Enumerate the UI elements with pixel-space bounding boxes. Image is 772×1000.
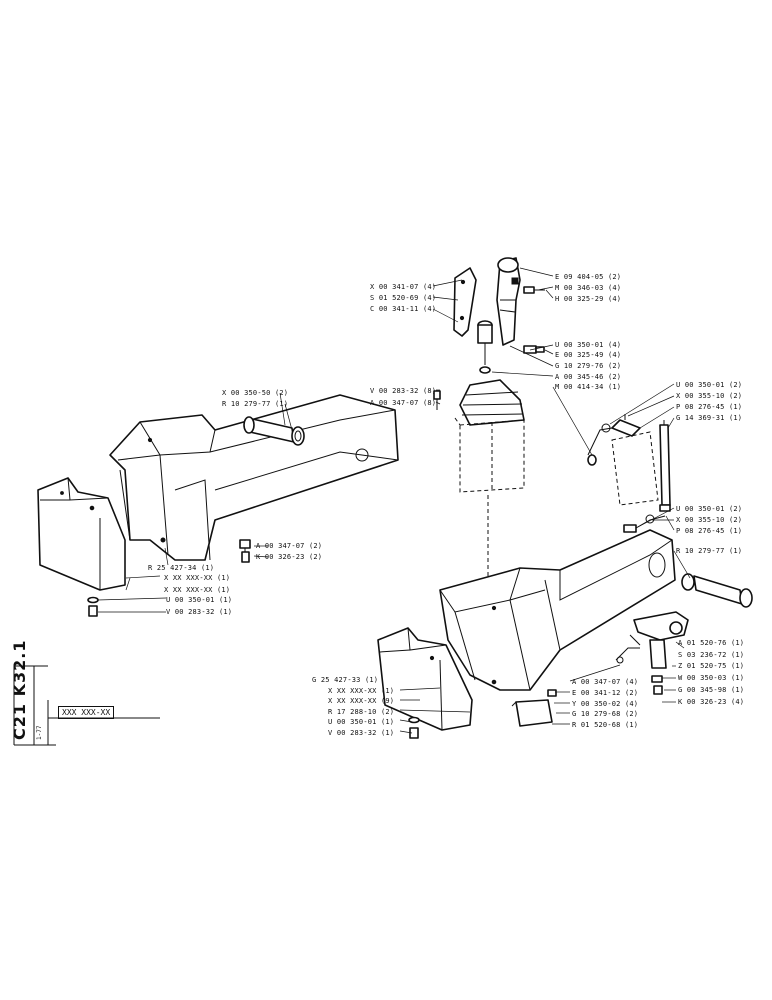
callout-label: R 10 279-77 (1) — [222, 400, 288, 408]
callout-label: G 10 279-76 (2) — [555, 362, 621, 370]
joystick-assembly — [433, 257, 545, 590]
callout-label: E 00 325-49 (4) — [555, 351, 621, 359]
assembly-part-number: XXX XXX-XX — [58, 706, 115, 719]
callout-label: G 10 279-68 (2) — [572, 710, 638, 718]
callout-label: P 08 276-45 (1) — [676, 527, 742, 535]
callout-label: U 00 350-01 (2) — [676, 381, 742, 389]
callout-label: X 00 355-10 (2) — [676, 516, 742, 524]
lock-mechanism — [615, 611, 689, 695]
callout-label: A 01 520-76 (1) — [678, 639, 744, 647]
callout-label: G 25 427-33 (1) — [312, 676, 378, 684]
callout-label: S 01 520-69 (4) — [370, 294, 436, 302]
callout-label: V 00 283-32 (8) — [370, 387, 436, 395]
callout-label: E 00 341-12 (2) — [572, 689, 638, 697]
left-pin — [243, 416, 305, 446]
callout-label: V 00 283-32 (1) — [166, 608, 232, 616]
callout-label: P 08 276-45 (1) — [676, 403, 742, 411]
callout-label: Y 00 350-02 (4) — [572, 700, 638, 708]
leader-lines — [97, 267, 691, 734]
callout-label: R 17 288-10 (2) — [328, 708, 394, 716]
callout-label: C 00 341-11 (4) — [370, 305, 436, 313]
callout-label: A 00 347-07 (8) — [370, 399, 436, 407]
callout-label: X 00 350-50 (2) — [222, 389, 288, 397]
callout-label: A 00 345-46 (2) — [555, 373, 621, 381]
left-console-bolt — [239, 539, 251, 563]
callout-label: R 25 427-34 (1) — [148, 564, 214, 572]
callout-label: A 00 347-07 (2) — [256, 542, 322, 550]
callout-label: G 00 345-98 (1) — [678, 686, 744, 694]
housing-dashed — [459, 419, 525, 493]
right-console-body — [439, 529, 676, 691]
callout-label: K 00 326-23 (2) — [256, 553, 322, 561]
callout-label: E 09 404-05 (2) — [555, 273, 621, 281]
rubber-boot — [459, 379, 525, 426]
left-cover-bolt — [87, 596, 99, 617]
callout-label: U 00 350-01 (2) — [676, 505, 742, 513]
joystick-bracket — [453, 267, 477, 337]
callout-label: X XX XXX-XX (1) — [164, 586, 230, 594]
callout-label: R 10 279-77 (1) — [676, 547, 742, 555]
callout-label: V 00 283-32 (1) — [328, 729, 394, 737]
callout-label: X XX XXX-XX (9) — [328, 697, 394, 705]
gas-spring — [659, 424, 671, 506]
callout-label: X XX XXX-XX (1) — [328, 687, 394, 695]
left-cover — [37, 477, 126, 591]
left-console-assembly — [37, 394, 399, 617]
right-pin — [681, 573, 753, 608]
callout-label: M 00 346-03 (4) — [555, 284, 621, 292]
left-console-body — [109, 394, 399, 561]
sheet-code: C21 K32.1 — [10, 639, 29, 740]
callout-label: U 00 350-01 (1) — [166, 596, 232, 604]
callout-labels: E 09 404-05 (2) X 00 341-07 (4) M 00 346… — [148, 273, 744, 737]
callout-label: U 00 350-01 (4) — [555, 341, 621, 349]
right-cover — [377, 627, 473, 731]
callout-label: R 01 520-68 (1) — [572, 721, 638, 729]
callout-label: Z 01 520-75 (1) — [678, 662, 744, 670]
callout-label: X 00 341-07 (4) — [370, 283, 436, 291]
right-bracket-parts — [587, 414, 671, 533]
callout-label: H 00 325-29 (4) — [555, 295, 621, 303]
callout-label: M 00 414-34 (1) — [555, 383, 621, 391]
callout-label: X 00 355-10 (2) — [676, 392, 742, 400]
callout-label: A 00 347-07 (4) — [572, 678, 638, 686]
callout-label: G 14 369-31 (1) — [676, 414, 742, 422]
right-console-assembly — [377, 529, 753, 739]
callout-label: K 00 326-23 (4) — [678, 698, 744, 706]
callout-label: W 00 350-03 (1) — [678, 674, 744, 682]
revision-mark: 1-77 — [36, 725, 43, 740]
callout-label: S 03 236-72 (1) — [678, 651, 744, 659]
callout-label: X XX XXX-XX (1) — [164, 574, 230, 582]
callout-label: U 00 350-01 (1) — [328, 718, 394, 726]
